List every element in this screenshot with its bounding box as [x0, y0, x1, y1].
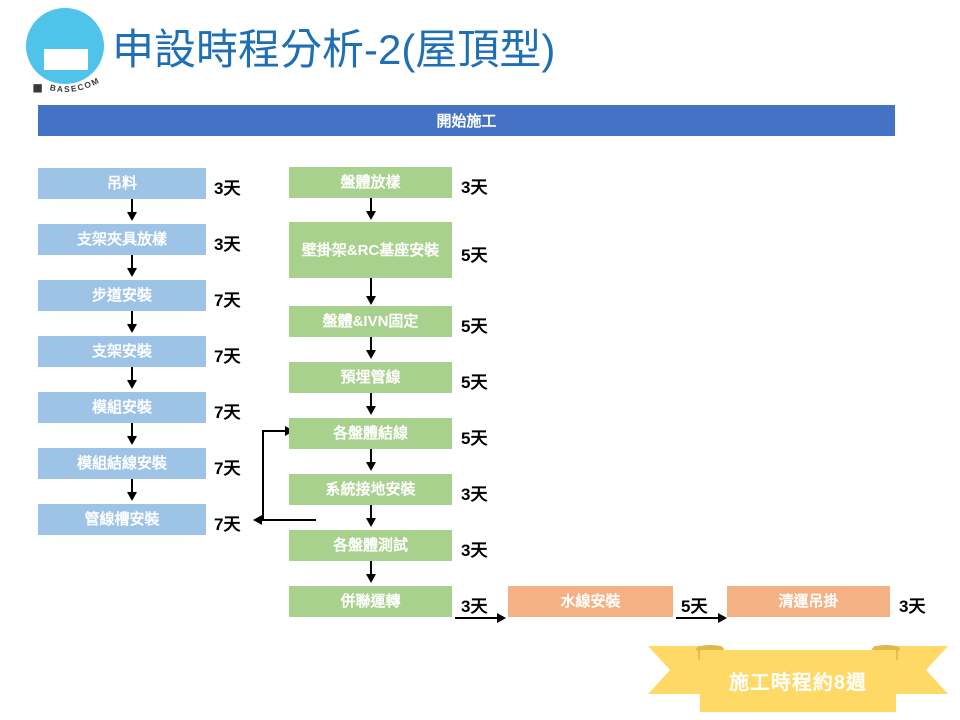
step-box-left-6[interactable]: 模組結線安裝: [38, 448, 206, 479]
logo-brand-text: BASECOM: [33, 75, 102, 94]
step-days-left-6: 7天: [214, 459, 241, 478]
connector-left-1-2: [127, 199, 137, 221]
step-days-right-1: 5天: [681, 597, 708, 616]
connector-mid-7-8: [366, 561, 376, 583]
step-days-mid-5: 5天: [461, 429, 488, 448]
step-box-right-1[interactable]: 水線安裝: [508, 586, 673, 617]
connector-orange1-to-orange2: [676, 617, 720, 619]
step-box-mid-6[interactable]: 系統接地安裝: [289, 474, 452, 505]
step-box-left-5[interactable]: 模組安裝: [38, 392, 206, 423]
step-days-right-2: 3天: [899, 597, 926, 616]
start-construction-banner: 開始施工: [38, 105, 895, 136]
step-box-left-3[interactable]: 步道安裝: [38, 280, 206, 311]
step-box-mid-5[interactable]: 各盤體結線: [289, 418, 452, 449]
step-days-mid-6: 3天: [461, 485, 488, 504]
step-box-right-2[interactable]: 清運吊掛: [727, 586, 890, 617]
step-box-mid-2[interactable]: 壁掛架&RC基座安裝: [289, 222, 452, 278]
step-box-mid-7[interactable]: 各盤體測試: [289, 530, 452, 561]
logo-bar-icon: [44, 49, 88, 70]
step-box-left-1[interactable]: 吊料: [38, 168, 206, 199]
step-box-left-7[interactable]: 管線槽安裝: [38, 504, 206, 535]
connector-mid8-to-orange1: [455, 617, 499, 619]
connector-mid-5-6: [366, 449, 376, 471]
step-days-mid-4: 5天: [461, 373, 488, 392]
step-days-left-7: 7天: [214, 515, 241, 534]
connector-left-4-5: [127, 367, 137, 389]
connector-left-6-7: [127, 479, 137, 501]
ribbon-shape-icon: [648, 645, 948, 712]
step-days-left-4: 7天: [214, 347, 241, 366]
step-days-mid-3: 5天: [461, 317, 488, 336]
crossconnector-h-bottom: [262, 519, 316, 521]
logo-brand-label: BASECOM: [49, 75, 100, 94]
basecom-logo: BASECOM: [18, 6, 114, 102]
summary-ribbon: 施工時程約8週: [648, 640, 948, 714]
connector-left-3-4: [127, 311, 137, 333]
connector-mid-2-3: [366, 278, 376, 305]
connector-arrowhead-orange1: [497, 613, 506, 623]
connector-mid-3-4: [366, 337, 376, 359]
step-box-mid-1[interactable]: 盤體放樣: [289, 167, 452, 198]
step-box-mid-4[interactable]: 預埋管線: [289, 362, 452, 393]
step-box-left-4[interactable]: 支架安裝: [38, 336, 206, 367]
step-days-left-3: 7天: [214, 291, 241, 310]
crossconnector-h-top: [262, 430, 287, 432]
connector-left-2-3: [127, 255, 137, 277]
step-box-mid-8[interactable]: 併聯運轉: [289, 586, 452, 617]
step-box-mid-3[interactable]: 盤體&IVN固定: [289, 306, 452, 337]
step-days-mid-8: 3天: [461, 597, 488, 616]
summary-ribbon-label: 施工時程約8週: [728, 671, 868, 694]
step-days-left-1: 3天: [214, 179, 241, 198]
connector-mid-1-2: [366, 198, 376, 220]
step-days-mid-2: 5天: [461, 246, 488, 265]
page-title: 申設時程分析-2(屋頂型): [112, 26, 556, 73]
connector-mid-6-7: [366, 505, 376, 527]
connector-mid-4-5: [366, 393, 376, 415]
step-days-left-2: 3天: [214, 235, 241, 254]
connector-arrowhead-orange2: [718, 613, 727, 623]
logo-circle-icon: [26, 8, 104, 84]
crossconnector-arrowhead-left: [253, 515, 262, 525]
svg-text:BASECOM: BASECOM: [49, 75, 102, 94]
step-days-left-5: 7天: [214, 403, 241, 422]
connector-left-5-6: [127, 423, 137, 445]
step-days-mid-7: 3天: [461, 541, 488, 560]
step-days-mid-1: 3天: [461, 178, 488, 197]
crossconnector-v: [262, 430, 264, 520]
step-box-left-2[interactable]: 支架夾具放樣: [38, 224, 206, 255]
start-construction-label: 開始施工: [436, 113, 497, 130]
